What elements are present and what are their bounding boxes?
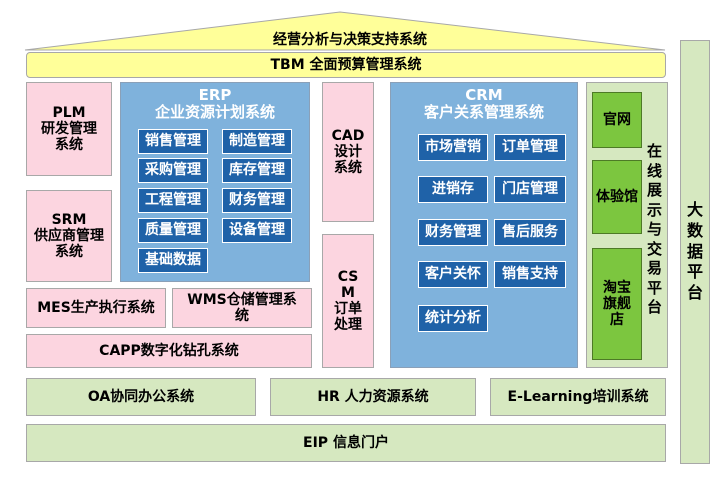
big-data-platform: 大数据平台 bbox=[680, 40, 710, 464]
erp-module-engineering: 工程管理 bbox=[138, 188, 208, 213]
online-platform-label-text: 在线展示与交易平台 bbox=[647, 142, 665, 317]
eip-portal-box: EIP 信息门户 bbox=[26, 424, 666, 462]
crm-module-customer-care: 客户关怀 bbox=[418, 261, 488, 288]
erp-module-quality: 质量管理 bbox=[138, 218, 208, 243]
crm-module-finance: 财务管理 bbox=[418, 219, 488, 246]
hr-system-box: HR 人力资源系统 bbox=[270, 378, 476, 416]
csm-system-box: CSM 订单处理 bbox=[322, 234, 374, 368]
online-item-taobao-label: 淘宝旗舰店 bbox=[603, 279, 631, 329]
crm-module-stores: 门店管理 bbox=[494, 176, 566, 203]
csm-subtitle: 订单处理 bbox=[334, 301, 362, 334]
wms-system-box: WMS仓储管理系统 bbox=[172, 288, 312, 328]
erp-subtitle: 企业资源计划系统 bbox=[154, 103, 275, 121]
erp-module-sales: 销售管理 bbox=[138, 129, 208, 154]
plm-title: PLM bbox=[52, 104, 86, 121]
oa-system-box: OA协同办公系统 bbox=[26, 378, 256, 416]
crm-module-inventory: 进销存 bbox=[418, 176, 488, 203]
srm-title: SRM bbox=[51, 211, 87, 228]
erp-module-equipment: 设备管理 bbox=[222, 218, 292, 243]
mes-system-box: MES生产执行系统 bbox=[26, 288, 166, 328]
cad-subtitle: 设计系统 bbox=[334, 143, 362, 177]
online-item-taobao-store: 淘宝旗舰店 bbox=[592, 248, 642, 360]
online-item-experience-hall: 体验馆 bbox=[592, 160, 642, 234]
erp-module-finance: 财务管理 bbox=[222, 188, 292, 213]
elearning-system-box: E-Learning培训系统 bbox=[490, 378, 666, 416]
erp-module-basic-data: 基础数据 bbox=[138, 248, 208, 273]
mes-label: MES生产执行系统 bbox=[37, 299, 155, 316]
erp-module-purchasing: 采购管理 bbox=[138, 158, 208, 183]
online-item-official-site: 官网 bbox=[592, 92, 642, 148]
crm-module-sales-support: 销售支持 bbox=[494, 261, 566, 288]
cad-system-box: CAD 设计系统 bbox=[322, 82, 374, 222]
big-data-label: 大数据平台 bbox=[686, 200, 703, 303]
plm-subtitle: 研发管理系统 bbox=[41, 120, 97, 154]
online-platform-label: 在线展示与交易平台 bbox=[644, 130, 666, 330]
crm-module-marketing: 市场营销 bbox=[418, 134, 488, 161]
crm-module-after-sales: 售后服务 bbox=[494, 219, 566, 246]
erp-module-inventory: 库存管理 bbox=[222, 158, 292, 183]
wms-label: WMS仓储管理系统 bbox=[187, 291, 297, 324]
crm-module-orders: 订单管理 bbox=[494, 134, 566, 161]
tbm-budget-bar: TBM 全面预算管理系统 bbox=[26, 52, 666, 78]
roof-shape bbox=[24, 11, 666, 51]
crm-title: CRM bbox=[465, 86, 503, 104]
capp-system-box: CAPP数字化钻孔系统 bbox=[26, 334, 312, 368]
decision-support-label: 经营分析与决策支持系统 bbox=[273, 31, 427, 48]
srm-subtitle: 供应商管理系统 bbox=[34, 227, 104, 261]
crm-module-statistics: 统计分析 bbox=[418, 305, 488, 332]
srm-system-box: SRM 供应商管理系统 bbox=[26, 190, 112, 282]
crm-subtitle: 客户关系管理系统 bbox=[423, 103, 544, 121]
csm-title: CSM bbox=[337, 268, 359, 301]
plm-system-box: PLM 研发管理系统 bbox=[26, 82, 112, 176]
erp-module-manufacturing: 制造管理 bbox=[222, 129, 292, 154]
erp-title: ERP bbox=[198, 86, 232, 104]
cad-title: CAD bbox=[331, 127, 365, 144]
